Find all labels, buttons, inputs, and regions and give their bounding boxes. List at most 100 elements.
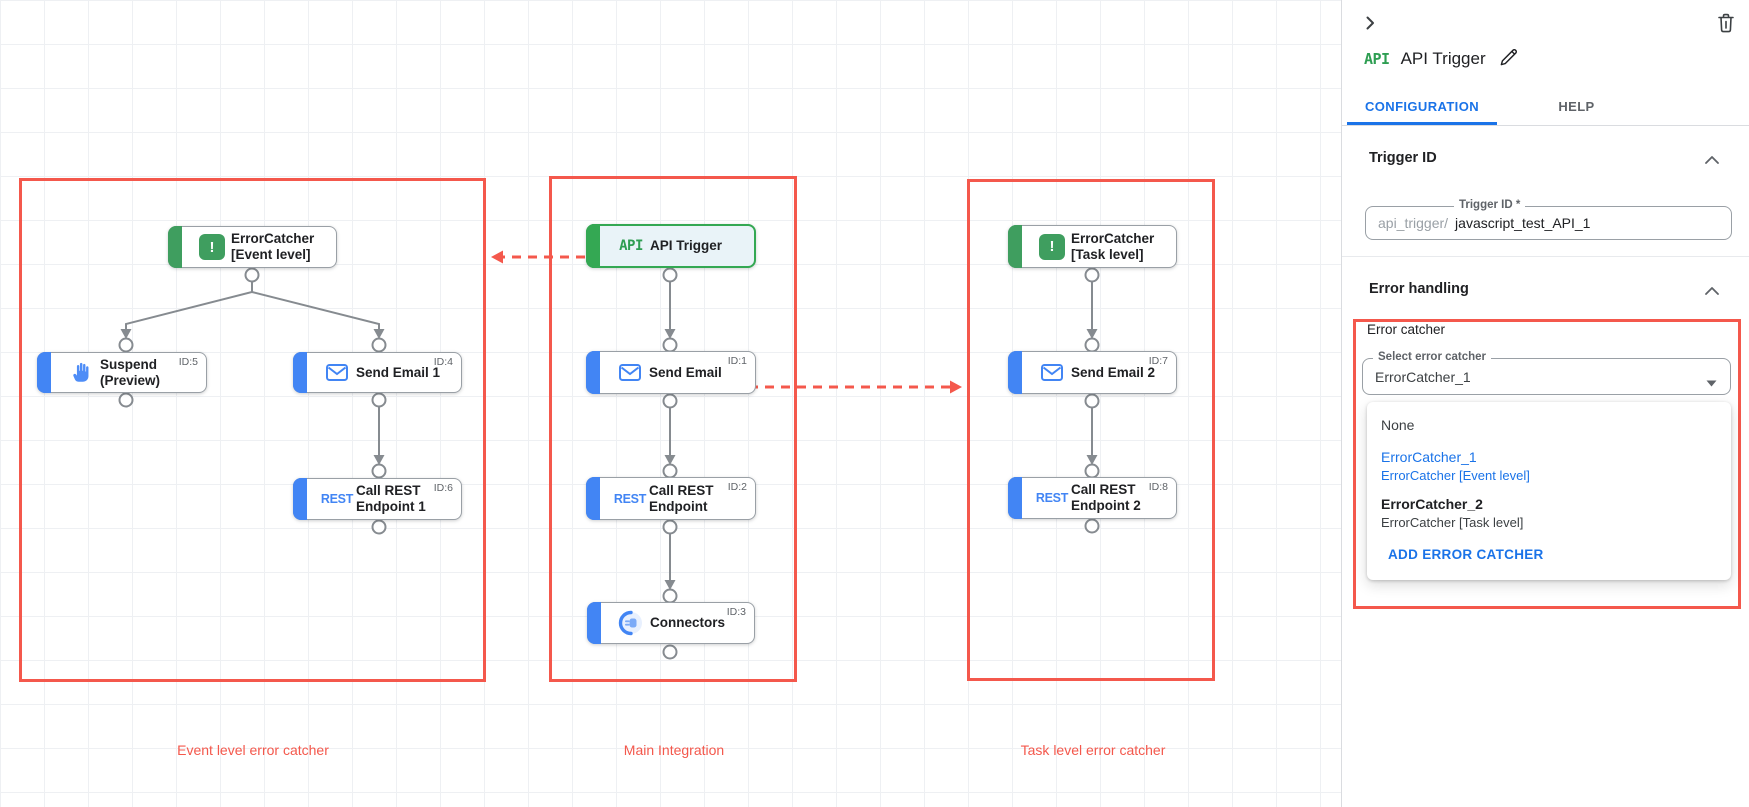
node-suspend-preview[interactable]: Suspend(Preview) ID:5 — [37, 352, 207, 393]
api-icon: API — [619, 238, 643, 254]
node-api-trigger[interactable]: API API Trigger — [586, 224, 756, 268]
node-id-badge: ID:1 — [727, 355, 747, 367]
error-catcher-select-label: Select error catcher — [1373, 351, 1492, 363]
node-accent-bar — [37, 352, 51, 393]
trash-icon — [1718, 13, 1734, 33]
trigger-id-collapse-button[interactable] — [1703, 150, 1721, 169]
rest-icon: REST — [1035, 491, 1069, 505]
api-trigger-icon: API — [1364, 50, 1390, 68]
error-catcher-select-value: ErrorCatcher_1 — [1375, 368, 1471, 385]
error-catcher-label: Error catcher — [1367, 322, 1446, 337]
node-send-email[interactable]: Send Email ID:1 — [586, 351, 756, 394]
node-send-email-2[interactable]: Send Email 2 ID:7 — [1008, 351, 1177, 394]
node-errorcatcher-event-level[interactable]: ! ErrorCatcher[Event level] — [168, 226, 337, 268]
tab-help[interactable]: HELP — [1558, 99, 1595, 114]
annotation-arrowhead-right — [950, 380, 962, 394]
error-catcher-dropdown-menu: None ErrorCatcher_1 ErrorCatcher [Event … — [1367, 402, 1731, 580]
pencil-icon — [1500, 48, 1517, 66]
dropdown-option-none[interactable]: None — [1381, 417, 1415, 433]
chevron-up-icon — [1705, 287, 1719, 295]
task-level-group-box — [967, 179, 1215, 681]
node-id-badge: ID:4 — [433, 356, 453, 368]
panel-tabs: CONFIGURATION HELP — [1342, 88, 1749, 126]
collapse-panel-button[interactable] — [1359, 12, 1381, 37]
error-catcher-highlight-box — [1353, 319, 1741, 609]
node-accent-bar — [586, 224, 600, 268]
node-label-line2: Endpoint — [649, 498, 708, 514]
node-connectors[interactable]: Connectors ID:3 — [587, 602, 755, 644]
error-catcher-select[interactable]: Select error catcher ErrorCatcher_1 — [1362, 351, 1731, 395]
chevron-right-icon — [1366, 16, 1374, 30]
node-id-badge: ID:6 — [433, 482, 453, 494]
event-level-group-label: Event level error catcher — [177, 742, 329, 758]
node-label-line2: [Event level] — [231, 247, 311, 262]
dropdown-option-errorcatcher-1[interactable]: ErrorCatcher_1 ErrorCatcher [Event level… — [1381, 449, 1717, 483]
option-name: ErrorCatcher_2 — [1381, 496, 1483, 512]
node-label: ErrorCatcher — [1071, 230, 1155, 246]
event-level-group-box — [19, 178, 486, 682]
workflow-canvas[interactable]: Event level error catcher Main Integrati… — [0, 0, 1341, 807]
rest-icon: REST — [613, 491, 647, 506]
node-ports — [118, 267, 1100, 660]
node-label: Suspend — [100, 356, 158, 372]
node-label: Send Email 1 — [356, 364, 441, 380]
node-id-badge: ID:5 — [178, 356, 198, 368]
node-accent-bar — [1008, 351, 1022, 394]
node-accent-bar — [293, 352, 307, 393]
section-divider — [1342, 256, 1749, 257]
dropdown-option-errorcatcher-2[interactable]: ErrorCatcher_2 ErrorCatcher [Task level] — [1381, 496, 1717, 530]
error-handling-section-title: Error handling — [1369, 281, 1469, 297]
trigger-id-section-title: Trigger ID — [1369, 150, 1437, 166]
mail-icon — [1033, 364, 1071, 381]
node-label-line2: (Preview) — [100, 372, 161, 388]
arrowheads-main-group — [664, 329, 676, 590]
node-accent-bar — [1008, 225, 1022, 268]
node-accent-bar — [587, 602, 601, 644]
node-id-badge: ID:2 — [727, 481, 747, 493]
edit-title-button[interactable] — [1497, 46, 1520, 72]
task-level-group-label: Task level error catcher — [1020, 742, 1166, 758]
node-id-badge: ID:3 — [726, 606, 746, 618]
node-label: Call REST — [1071, 482, 1136, 498]
wires-event-group — [125, 282, 380, 456]
node-accent-bar — [168, 226, 182, 268]
connector-wires — [118, 250, 1100, 660]
node-label: API Trigger — [650, 238, 723, 254]
mail-icon — [611, 364, 649, 381]
error-exclamation-icon: ! — [1033, 233, 1071, 260]
node-send-email-1[interactable]: Send Email 1 ID:4 — [293, 352, 462, 393]
trigger-id-value[interactable]: javascript_test_API_1 — [1455, 215, 1591, 231]
arrowheads-task-group — [1086, 329, 1098, 465]
node-label: ErrorCatcher — [231, 231, 315, 247]
delete-trigger-button[interactable] — [1715, 11, 1737, 38]
hand-icon — [62, 362, 100, 384]
node-errorcatcher-task-level[interactable]: ! ErrorCatcher[Task level] — [1008, 225, 1177, 268]
option-detail: ErrorCatcher [Task level] — [1381, 515, 1524, 530]
add-error-catcher-button[interactable]: ADD ERROR CATCHER — [1388, 547, 1544, 562]
config-panel: API API Trigger CONFIGURATION HELP Trigg… — [1341, 0, 1749, 807]
main-integration-group-box — [549, 176, 797, 682]
trigger-id-field[interactable]: Trigger ID * api_trigger/ javascript_tes… — [1365, 199, 1732, 240]
option-name: ErrorCatcher_1 — [1381, 449, 1477, 465]
chevron-up-icon — [1705, 156, 1719, 164]
mail-icon — [318, 364, 356, 381]
main-integration-group-label: Main Integration — [623, 742, 725, 758]
node-label-line2: Endpoint 2 — [1071, 498, 1141, 513]
tab-configuration[interactable]: CONFIGURATION — [1347, 88, 1497, 125]
arrowheads-event-group — [120, 329, 385, 465]
node-label: Connectors — [650, 615, 726, 631]
node-label: Send Email — [649, 364, 722, 380]
node-id-badge: ID:7 — [1148, 355, 1168, 367]
node-label: Call REST — [649, 482, 714, 498]
node-label-line2: [Task level] — [1071, 246, 1144, 262]
node-accent-bar — [586, 477, 600, 520]
annotation-arrowhead-left — [491, 250, 503, 264]
node-accent-bar — [293, 478, 307, 520]
panel-title: API Trigger — [1400, 49, 1486, 68]
trigger-id-prefix: api_trigger/ — [1378, 215, 1449, 231]
caret-down-icon[interactable] — [1706, 374, 1717, 392]
error-handling-collapse-button[interactable] — [1703, 281, 1721, 300]
